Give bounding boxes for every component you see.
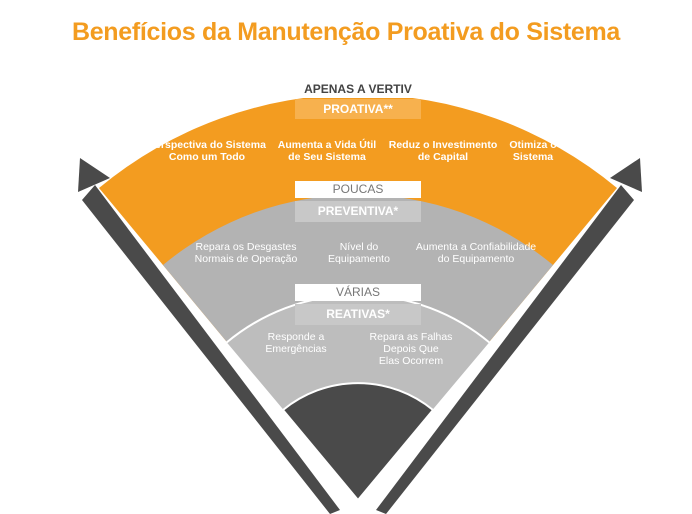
left-arrow-bar <box>82 185 340 514</box>
preventive-item: Aumenta a Confiabilidade do Equipamento <box>415 241 537 265</box>
reactive-item: Repara as Falhas Depois Que Elas Ocorrem <box>369 331 453 367</box>
right-arrow-bar <box>376 185 634 514</box>
base-sector <box>281 382 435 502</box>
tier-label-proactive: PROATIVA** <box>295 99 421 119</box>
proactive-item: Otimiza o Sistema <box>509 139 557 163</box>
right-arrow-head <box>610 158 642 192</box>
tier-header-proactive: APENAS A VERTIV <box>295 81 421 98</box>
preventive-item: Repara os Desgastes Normais de Operação <box>194 241 298 265</box>
reactive-item: Responde a Emergências <box>265 331 327 355</box>
preventive-item: Nível do Equipamento <box>328 241 390 265</box>
tier-header-reactive: VÁRIAS <box>295 284 421 301</box>
proactive-item: Reduz o Investimento de Capital <box>388 139 498 163</box>
proactive-item: Aumenta a Vida Útil de Seu Sistema <box>277 139 377 163</box>
page-title: Benefícios da Manutenção Proativa do Sis… <box>71 18 621 46</box>
proactive-item: Perspectiva do Sistema Como um Todo <box>148 139 266 163</box>
tier-header-preventive: POUCAS <box>295 181 421 198</box>
tier-label-preventive: PREVENTIVA* <box>295 201 421 222</box>
left-arrow-head <box>78 158 110 192</box>
tier-label-reactive: REATIVAS* <box>295 304 421 325</box>
